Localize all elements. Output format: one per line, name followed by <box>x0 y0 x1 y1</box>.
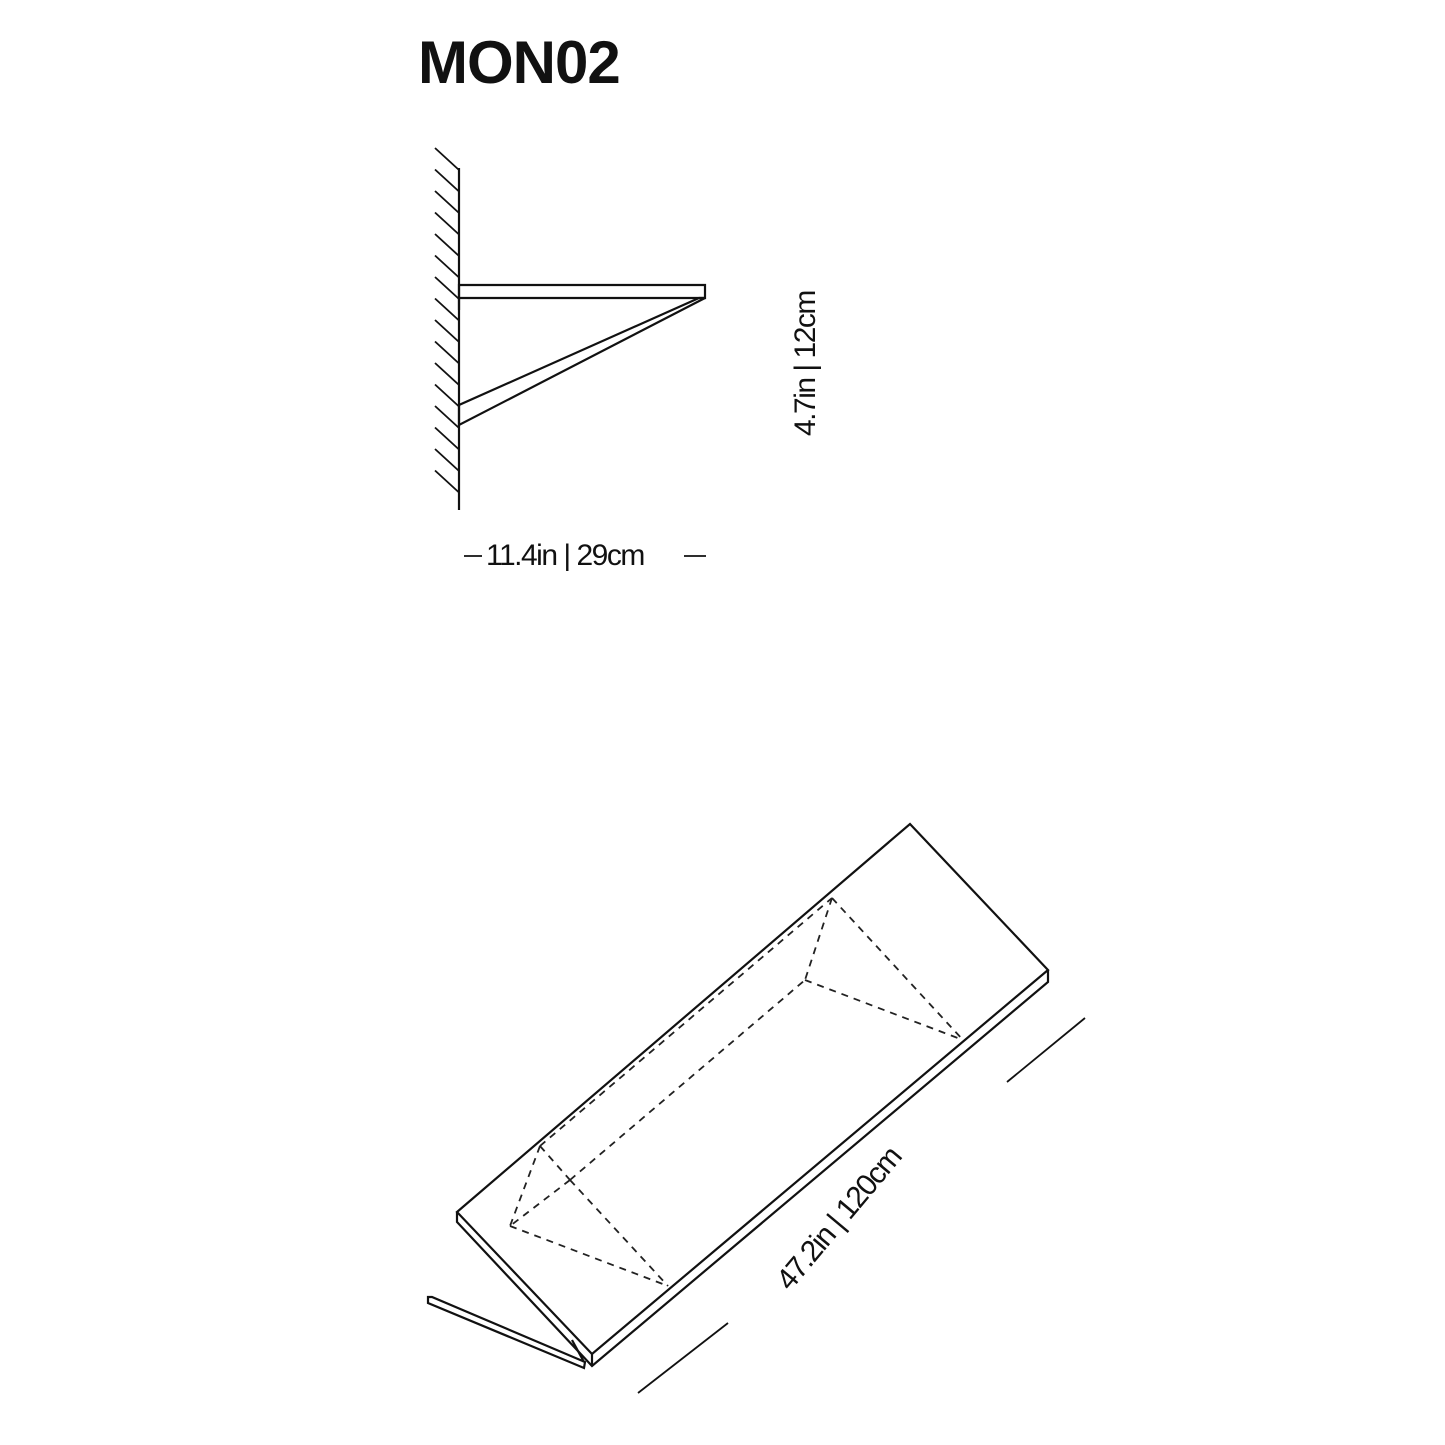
hatch-line <box>434 233 460 257</box>
length-dimension-line-right <box>1006 1017 1086 1083</box>
hatch-line <box>434 469 460 494</box>
hatch-line <box>434 297 460 322</box>
hatch-line <box>434 319 460 343</box>
height-dimension-label: 4.7in | 12cm <box>789 291 822 436</box>
hatch-line <box>434 405 460 429</box>
side-view: 4.7in | 12cm 11.4in | 29cm <box>434 147 822 572</box>
shelf-top-face <box>455 822 1050 1356</box>
bracket-visible-joint <box>571 1339 585 1363</box>
bracket-diagonal <box>457 296 706 427</box>
hatch-line <box>434 147 460 171</box>
depth-dimension-label: 11.4in | 29cm <box>486 539 644 572</box>
hatch-line <box>434 211 460 236</box>
hidden-bracket-lines <box>509 897 964 1287</box>
hatch-line <box>434 276 460 300</box>
hatch-line <box>434 254 460 279</box>
hatch-line <box>434 448 460 472</box>
product-title: MON02 <box>418 29 620 96</box>
perspective-view: 47.2in | 120cm <box>426 822 1086 1394</box>
hatch-line <box>434 426 460 451</box>
hatch-line <box>434 383 460 408</box>
bracket-visible-arm <box>426 1295 587 1370</box>
wall-hatching <box>434 147 460 494</box>
hatch-line <box>434 168 460 193</box>
length-dimension-line-left <box>637 1322 729 1394</box>
shelf-board-side <box>457 283 707 300</box>
hatch-line <box>434 190 460 214</box>
hatch-line <box>434 362 460 386</box>
hatch-line <box>434 340 460 365</box>
length-dimension-label: 47.2in | 120cm <box>770 1141 908 1297</box>
